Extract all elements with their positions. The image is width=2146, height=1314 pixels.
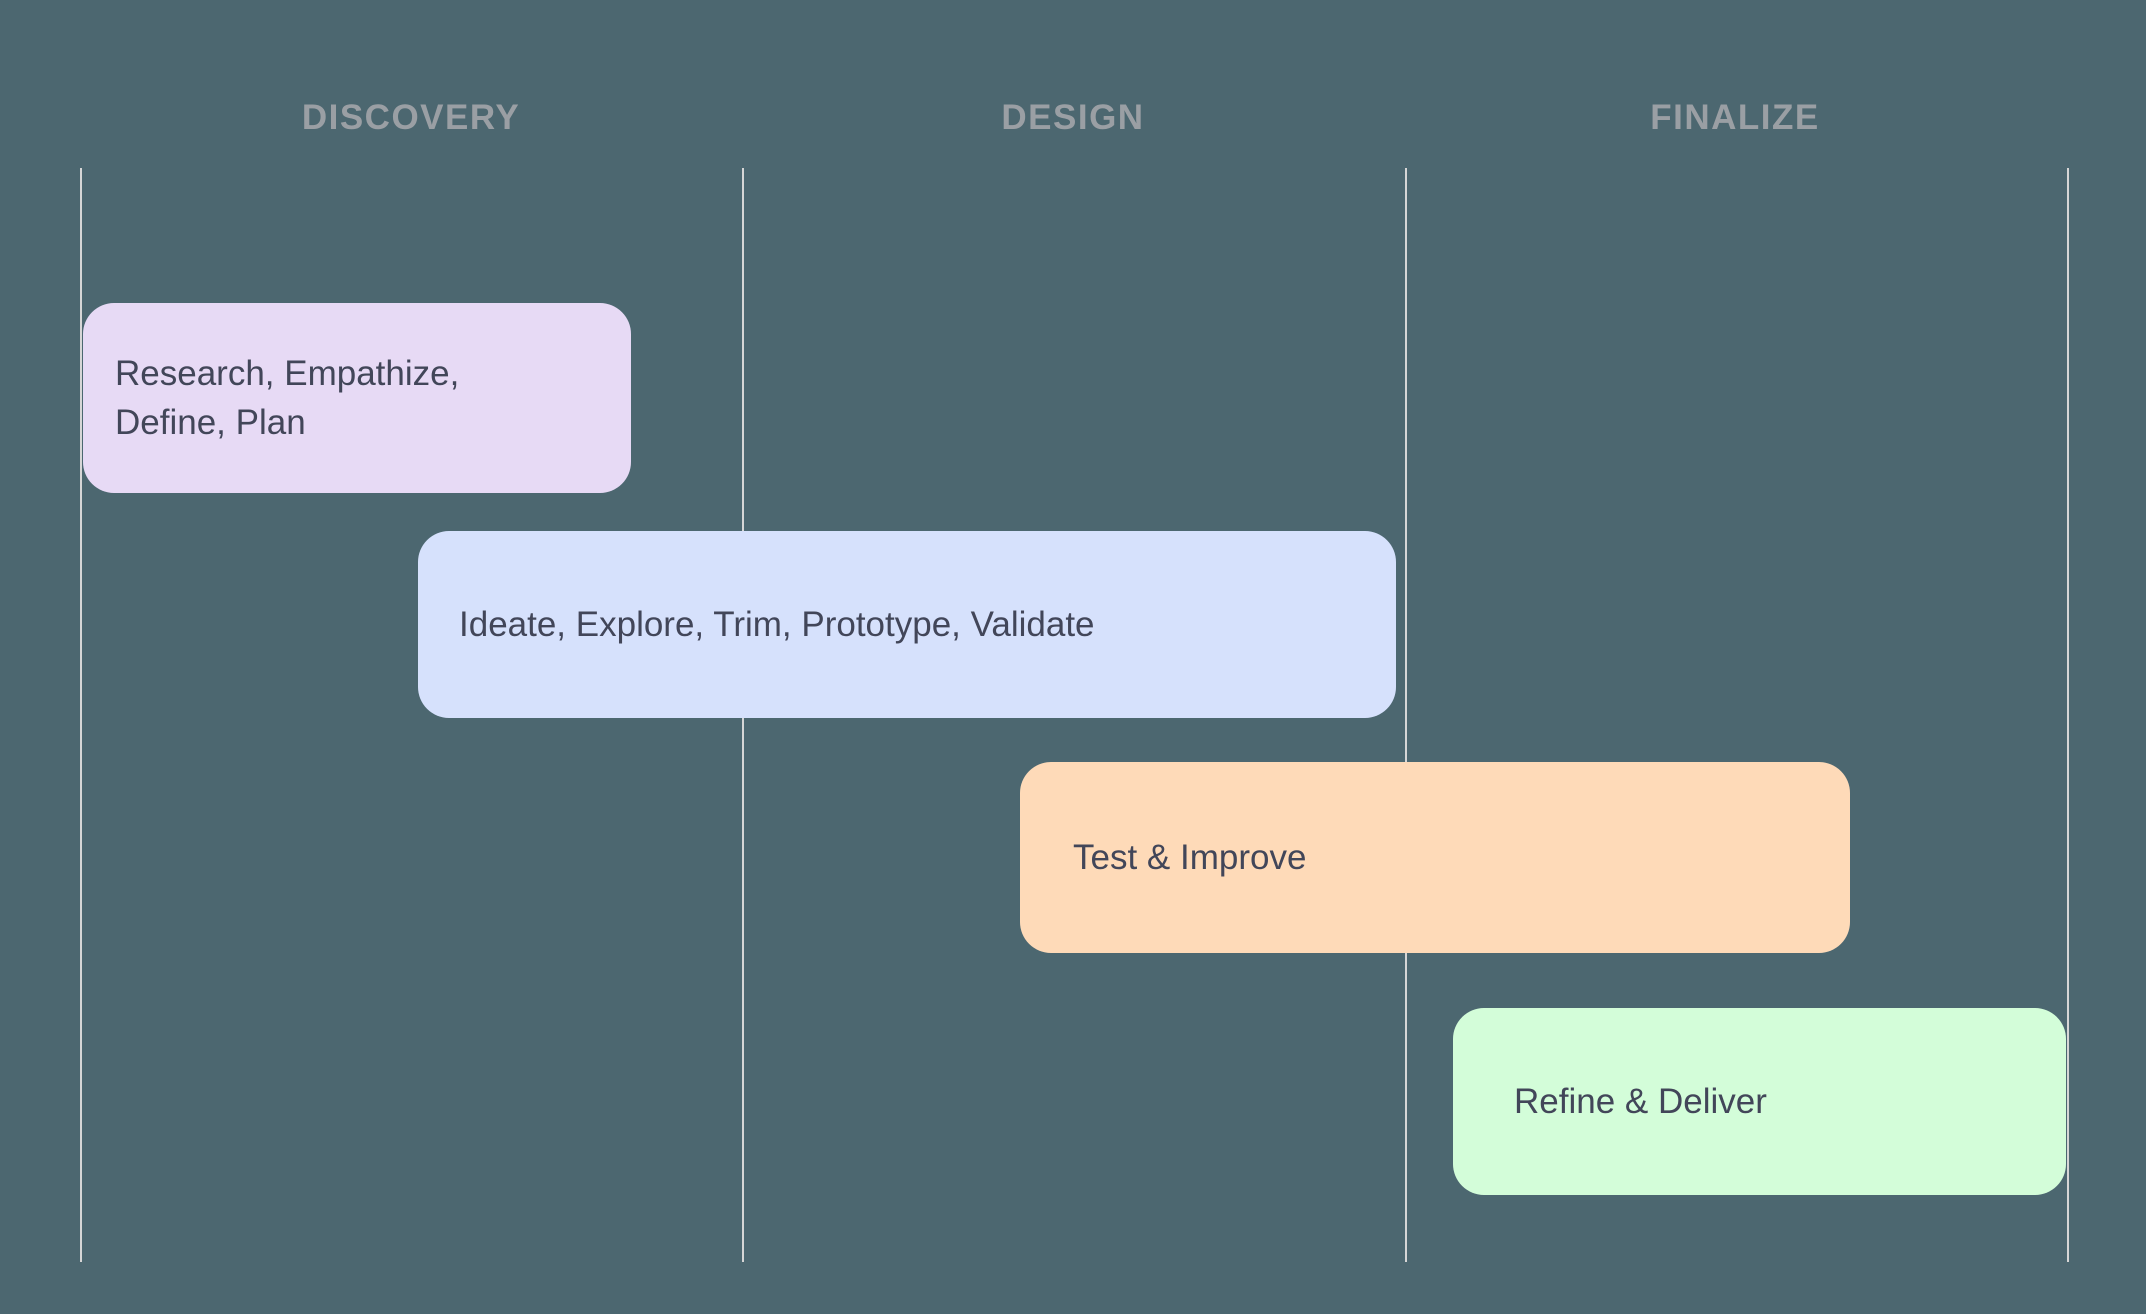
phase-header-design: DESIGN — [1001, 98, 1145, 137]
phase-gridline-1 — [80, 168, 82, 1262]
phase-header-finalize: FINALIZE — [1650, 98, 1820, 137]
task-label: Ideate, Explore, Trim, Prototype, Valida… — [459, 605, 1095, 644]
phase-header-discovery: DISCOVERY — [301, 98, 521, 137]
task-card-ideate-explore-trim-prototype-validate: Ideate, Explore, Trim, Prototype, Valida… — [418, 531, 1396, 718]
phase-gridline-4 — [2067, 168, 2069, 1262]
task-label: Refine & Deliver — [1514, 1082, 1767, 1121]
task-card-research-empathize-define-plan: Research, Empathize, Define, Plan — [83, 303, 631, 493]
task-card-refine-deliver: Refine & Deliver — [1453, 1008, 2066, 1195]
task-card-test-improve: Test & Improve — [1020, 762, 1850, 953]
phase-gridline-3 — [1405, 168, 1407, 1262]
task-label: Research, Empathize, Define, Plan — [115, 354, 460, 442]
task-label: Test & Improve — [1073, 838, 1307, 877]
